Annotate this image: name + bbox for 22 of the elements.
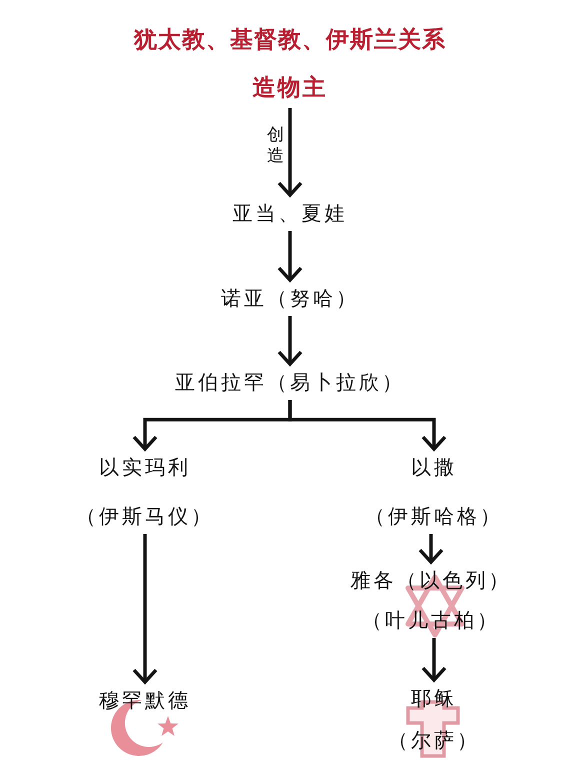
arrow (277, 316, 303, 366)
name-label: 诺亚（努哈） (221, 286, 359, 310)
name-label: 以撒 (411, 455, 457, 479)
arrow (277, 231, 303, 282)
name-label: 亚当、夏娃 (232, 201, 348, 225)
name-label: 以实玛利 (99, 455, 191, 479)
alias-label: （尔萨） (388, 728, 480, 752)
alias-label: （伊斯哈格） (365, 504, 503, 528)
edge-label: 创造 (267, 124, 284, 166)
alias-label: （伊斯马仪） (76, 504, 214, 528)
name-label: 亚伯拉罕（易卜拉欣） (175, 370, 405, 394)
name-label: 雅各（以色列） (350, 568, 512, 592)
alias-label: （叶儿古柏） (362, 608, 500, 632)
arrow (418, 534, 444, 564)
arrow (132, 534, 158, 684)
arrow (277, 108, 303, 197)
name-label: 耶稣 (411, 686, 457, 710)
title: 犹太教、基督教、伊斯兰关系 (134, 26, 446, 54)
arrow (288, 400, 447, 451)
arrow (421, 638, 447, 682)
name-label: 穆罕默德 (99, 688, 191, 712)
name-label: 造物主 (252, 74, 328, 102)
